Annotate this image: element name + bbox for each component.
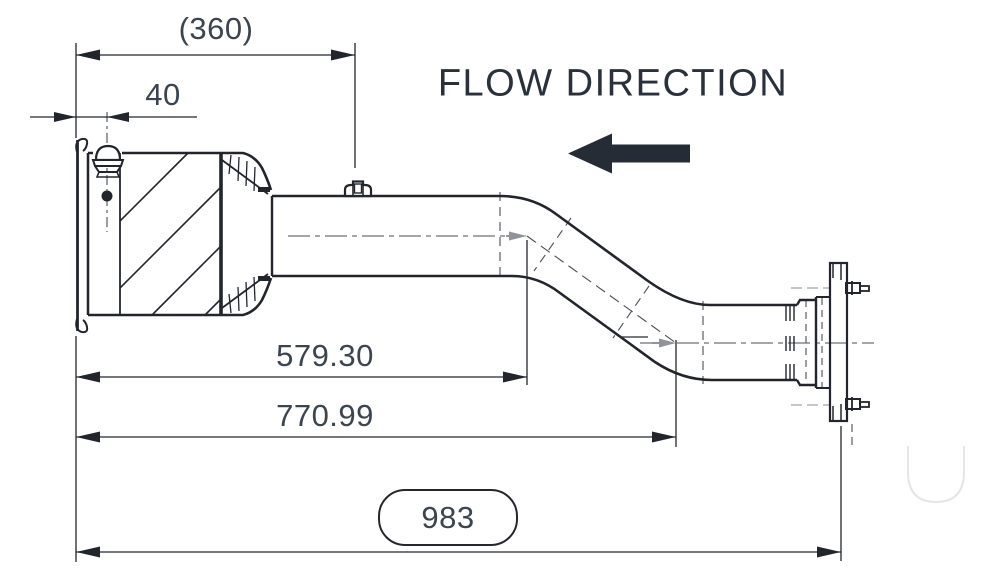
outlet-flange-clamp <box>816 261 870 423</box>
inlet-sensor-boss <box>91 144 125 178</box>
t-bolt-top <box>845 281 870 295</box>
dim-ref-360: (360) <box>178 11 254 46</box>
dim-length-770: 770.99 <box>276 398 374 433</box>
dimension-extension-lines <box>75 43 842 562</box>
dim-length-579: 579.30 <box>276 338 374 373</box>
substrate-hatch <box>119 152 222 316</box>
sensor-ball <box>101 190 113 202</box>
dim-offset-40: 40 <box>145 77 181 112</box>
dimension-arrowheads <box>54 49 841 558</box>
centerlines <box>106 112 874 448</box>
inlet-flange <box>75 137 89 334</box>
bend-center-markers <box>506 231 676 348</box>
flow-direction-arrow <box>568 133 690 174</box>
flow-direction-label: FLOW DIRECTION <box>437 62 789 105</box>
s-bend-pipe <box>499 194 797 382</box>
basic-dim-frame-983: 983 <box>378 489 518 546</box>
pipe-sensor-bung <box>343 180 373 198</box>
straight-pipe <box>270 194 512 278</box>
faint-watermark <box>907 446 965 504</box>
outlet-pipe-cuff <box>785 297 818 388</box>
dim-basic-983: 983 <box>421 499 475 535</box>
slip-joint-beads <box>785 306 795 379</box>
t-bolt-bottom <box>845 397 870 411</box>
outlet-cone <box>221 151 273 317</box>
dimension-lines <box>30 54 841 553</box>
